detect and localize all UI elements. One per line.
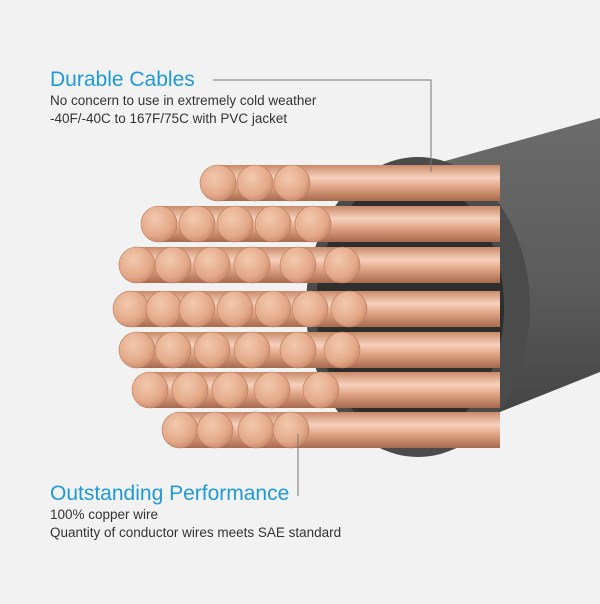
callout-durable-cables: Durable Cables No concern to use in extr…: [50, 68, 316, 128]
copper-strand: [313, 206, 500, 242]
copper-strand-tip: [254, 290, 292, 328]
callout-text: Quantity of conductor wires meets SAE st…: [50, 525, 342, 540]
copper-strand-tip: [216, 205, 254, 243]
copper-strand-tip: [233, 331, 271, 369]
copper-strand-tip: [291, 290, 329, 328]
copper-strand-tip: [193, 246, 231, 284]
copper-strand-tip: [131, 371, 169, 409]
copper-strand-tip: [199, 164, 237, 202]
copper-strands: [112, 164, 500, 449]
copper-strand-tip: [140, 205, 178, 243]
copper-strand-tip: [211, 371, 249, 409]
copper-strand: [342, 332, 500, 368]
copper-strand-tip: [161, 411, 199, 449]
copper-strand: [342, 247, 500, 283]
copper-strand-tip: [118, 331, 156, 369]
callout-text: No concern to use in extremely cold weat…: [50, 93, 317, 108]
callout-outstanding-performance: Outstanding Performance 100% copper wire…: [50, 482, 341, 542]
copper-strand: [291, 412, 500, 448]
copper-strand-tip: [154, 331, 192, 369]
copper-strand-tip: [294, 205, 332, 243]
copper-strand-tip: [272, 411, 310, 449]
copper-strand-tip: [145, 290, 183, 328]
copper-strand-tip: [118, 246, 156, 284]
copper-strand-tip: [254, 205, 292, 243]
copper-strand-tip: [253, 371, 291, 409]
copper-strand-tip: [171, 371, 209, 409]
callout-title: Outstanding Performance: [50, 482, 290, 505]
copper-strand: [349, 291, 500, 327]
copper-strand-tip: [112, 290, 150, 328]
callout-text: 100% copper wire: [50, 507, 159, 522]
copper-strand-tip: [178, 205, 216, 243]
copper-strand-tip: [279, 246, 317, 284]
copper-strand-tip: [323, 246, 361, 284]
copper-strand-tip: [154, 246, 192, 284]
copper-strand-tip: [236, 164, 274, 202]
callout-leader-top: [213, 79, 432, 172]
copper-strand-tip: [178, 290, 216, 328]
copper-strand-tip: [193, 331, 231, 369]
copper-strand-tip: [233, 246, 271, 284]
copper-strand: [292, 165, 500, 201]
copper-strand-tip: [330, 290, 368, 328]
copper-strand-tip: [323, 331, 361, 369]
copper-strand-tip: [279, 331, 317, 369]
copper-strand-tip: [216, 290, 254, 328]
copper-strand-tip: [196, 411, 234, 449]
copper-strand-tip: [302, 371, 340, 409]
callout-title: Durable Cables: [50, 68, 195, 91]
copper-strand-tip: [237, 411, 275, 449]
copper-strand: [321, 372, 500, 408]
callout-text: -40F/-40C to 167F/75C with PVC jacket: [50, 111, 288, 126]
copper-strand-tip: [273, 164, 311, 202]
